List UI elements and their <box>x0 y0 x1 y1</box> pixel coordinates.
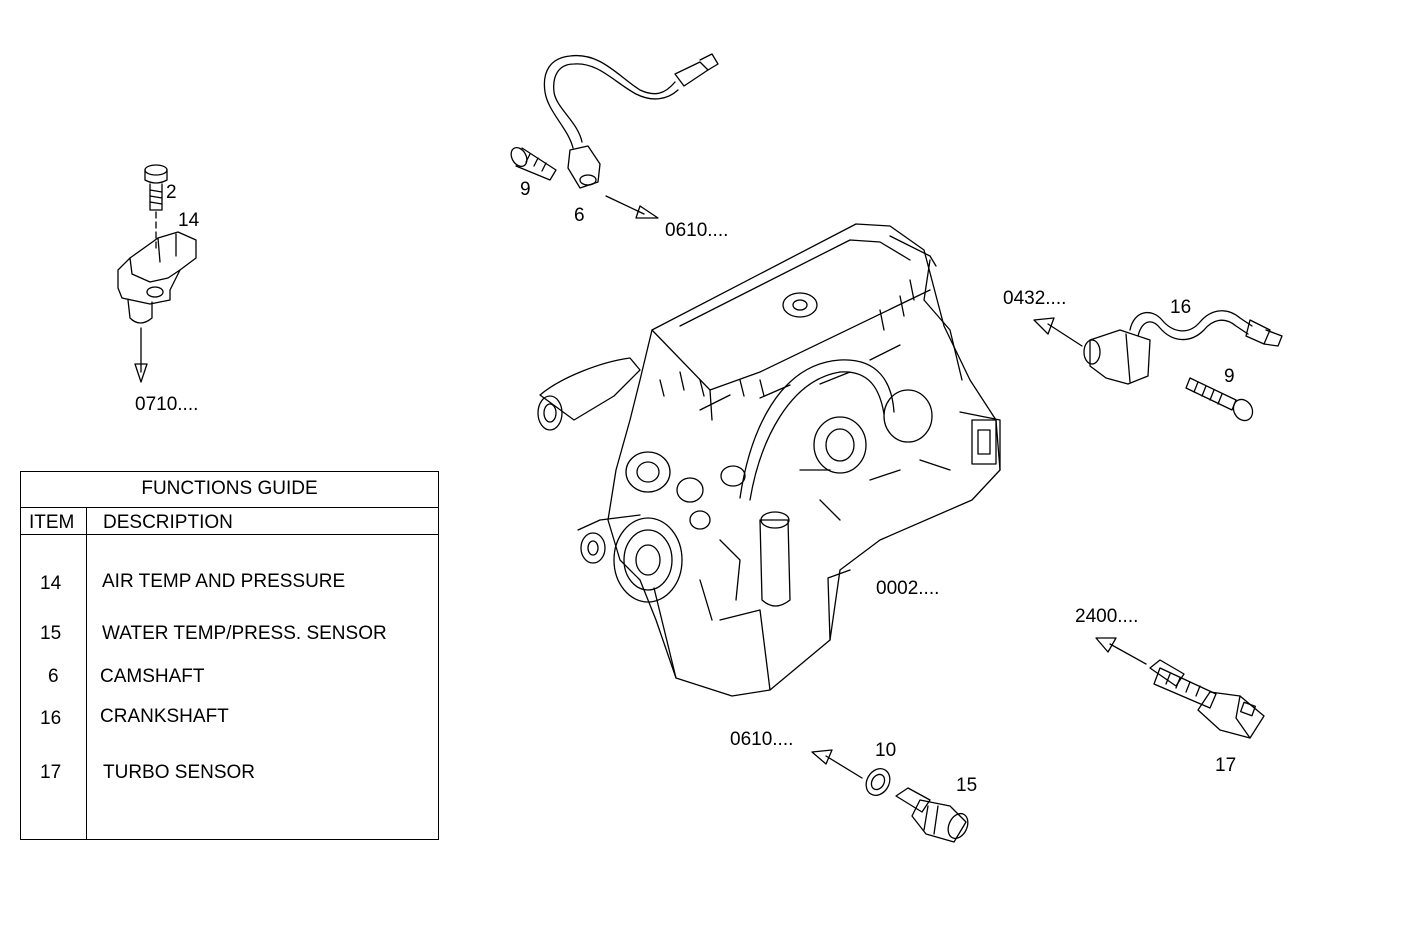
callout-14: 14 <box>178 210 200 231</box>
row-item: 15 <box>40 623 62 644</box>
arrow-0610-upper <box>605 195 659 219</box>
callout-0610-upper: 0610.... <box>665 220 729 241</box>
row-description: TURBO SENSOR <box>103 762 256 783</box>
engine-assembly <box>537 223 1001 697</box>
callout-9-right: 9 <box>1224 366 1235 387</box>
seal-ring-10 <box>865 768 891 796</box>
arrow-0432 <box>1033 317 1083 347</box>
table-divider <box>21 507 438 508</box>
row-item: 6 <box>48 666 59 687</box>
arrow-0710 <box>134 327 148 383</box>
arrow-2400 <box>1095 637 1147 665</box>
air-temp-pressure-sensor <box>117 164 197 324</box>
row-description: AIR TEMP AND PRESSURE <box>102 571 346 592</box>
column-header-description: DESCRIPTION <box>103 512 233 533</box>
crankshaft-sensor <box>1083 310 1283 385</box>
turbo-sensor <box>1149 659 1265 739</box>
screw-9-right <box>1185 377 1254 422</box>
row-description: WATER TEMP/PRESS. SENSOR <box>102 623 387 644</box>
camshaft-sensor <box>543 53 719 189</box>
row-description: CRANKSHAFT <box>100 706 229 727</box>
water-temp-sensor <box>895 787 969 843</box>
column-divider <box>86 508 87 839</box>
row-item: 17 <box>40 762 62 783</box>
functions-guide-title: FUNCTIONS GUIDE <box>141 478 318 499</box>
callout-15: 15 <box>956 775 978 796</box>
column-header-item: ITEM <box>29 512 75 533</box>
arrow-0610-lower <box>811 749 863 779</box>
functions-guide-table: FUNCTIONS GUIDE ITEM DESCRIPTION 14 AIR … <box>20 471 439 840</box>
row-description: CAMSHAFT <box>100 666 205 687</box>
row-item: 14 <box>40 573 62 594</box>
callout-6: 6 <box>574 205 585 226</box>
screw-9-upper <box>510 147 557 181</box>
callout-0432: 0432.... <box>1003 288 1067 309</box>
callout-16: 16 <box>1170 297 1192 318</box>
callout-0610-lower: 0610.... <box>730 729 794 750</box>
callout-2400: 2400.... <box>1075 606 1139 627</box>
callout-9-upper: 9 <box>520 179 531 200</box>
table-divider <box>21 534 438 535</box>
callout-10: 10 <box>875 740 897 761</box>
callout-17: 17 <box>1215 755 1237 776</box>
callout-0710: 0710.... <box>135 394 199 415</box>
callout-2: 2 <box>166 182 177 203</box>
callout-0002: 0002.... <box>876 578 940 599</box>
row-item: 16 <box>40 708 62 729</box>
